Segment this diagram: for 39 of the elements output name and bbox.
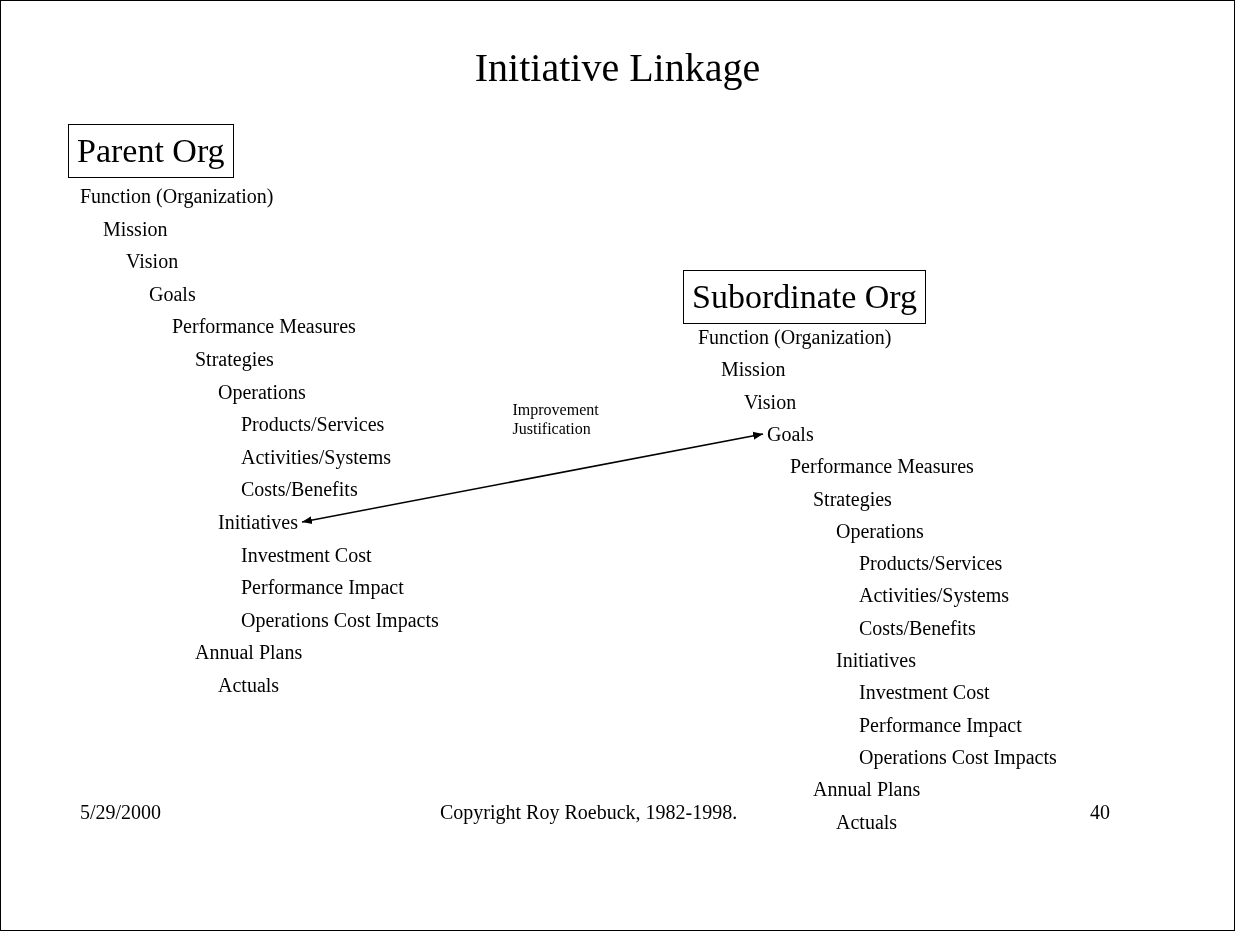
outline-item: Products/Services bbox=[241, 412, 385, 437]
date-text: 5/29/2000 bbox=[80, 800, 162, 824]
outline-item: Operations bbox=[836, 518, 924, 543]
outline-item: Initiatives bbox=[218, 510, 298, 534]
outline-item: Investment Cost bbox=[241, 542, 372, 567]
copyright-note: Copyright Roy Roebuck, 1982-1998. bbox=[440, 800, 738, 824]
outline-item: Goals bbox=[767, 421, 814, 446]
outline-item: Activities/Systems bbox=[241, 444, 391, 469]
outline-item: Strategies bbox=[195, 347, 274, 371]
outline-item: Performance Impact bbox=[241, 575, 404, 600]
outline-item: Initiatives bbox=[836, 648, 916, 672]
outline-item: Activities/Systems bbox=[859, 583, 1009, 608]
outline-item: Performance Measures bbox=[790, 454, 974, 479]
outline-item: Operations Cost Impacts bbox=[859, 744, 1057, 769]
outline-item: Mission bbox=[721, 357, 786, 382]
outline-item: Mission bbox=[103, 216, 168, 241]
outline-item: Annual Plans bbox=[813, 777, 921, 802]
double-arrow bbox=[301, 431, 764, 525]
outline-item: Actuals bbox=[836, 809, 898, 834]
outline-item: Investment Cost bbox=[859, 680, 990, 705]
outline-item: Goals bbox=[149, 281, 196, 306]
outline-item: Performance Impact bbox=[859, 712, 1022, 737]
outline-item: Performance Measures bbox=[172, 314, 356, 339]
outline-item: Function (Organization) bbox=[80, 184, 274, 208]
page-number: 40 bbox=[1090, 800, 1110, 824]
outline-item: Annual Plans bbox=[195, 640, 303, 665]
org-title-box: Subordinate Org bbox=[683, 270, 927, 324]
org-title-box: Parent Org bbox=[68, 124, 234, 178]
outline-item: Function (Organization) bbox=[698, 325, 892, 349]
outline-item: Operations Cost Impacts bbox=[241, 607, 439, 632]
outline-item: Operations bbox=[218, 379, 306, 404]
outline-item: Strategies bbox=[813, 486, 892, 511]
outline-item: Products/Services bbox=[859, 551, 1003, 576]
outline-item: Costs/Benefits bbox=[241, 477, 358, 502]
outline-item: Vision bbox=[126, 249, 179, 274]
outline-item: Costs/Benefits bbox=[859, 615, 976, 640]
outline-item: Vision bbox=[744, 389, 797, 414]
slide-title: Initiative Linkage bbox=[473, 44, 762, 92]
outline-item: Actuals bbox=[218, 673, 280, 697]
